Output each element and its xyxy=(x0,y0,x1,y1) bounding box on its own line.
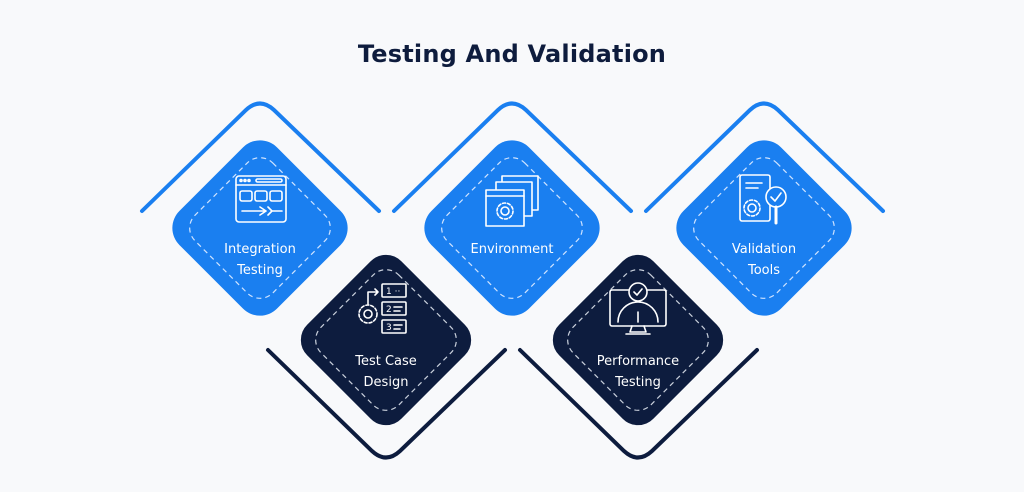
frame-chevron-top-2 xyxy=(392,101,633,213)
label-line: Design xyxy=(363,375,409,390)
label-validation-tools: Validation Tools xyxy=(689,239,839,281)
frame-chevron-bottom-1 xyxy=(266,348,507,460)
diagram-title: Testing And Validation xyxy=(357,40,667,68)
gear-numbered-list-icon: 1 ·· 2 3 xyxy=(358,283,407,334)
label-line: Validation xyxy=(731,242,797,257)
frame-chevron-top-1 xyxy=(140,101,381,213)
label-line: Test Case xyxy=(355,354,417,369)
svg-text:3: 3 xyxy=(386,323,392,333)
monitor-gauge-icon xyxy=(609,282,667,335)
frame-chevron-bottom-2 xyxy=(518,348,759,460)
diamond-validation-tools xyxy=(676,140,852,316)
diamond-environment xyxy=(424,140,600,316)
frame-chevron-top-3 xyxy=(644,101,885,213)
label-line: Testing xyxy=(237,263,283,278)
label-line: Integration xyxy=(224,242,296,257)
diamond-performance-testing xyxy=(547,249,729,431)
svg-text:1 ··: 1 ·· xyxy=(386,287,400,297)
diamond-integration-testing xyxy=(172,140,348,316)
label-test-case-design: Test Case Design xyxy=(311,351,461,393)
label-line: Testing xyxy=(615,375,661,390)
svg-text:2: 2 xyxy=(386,305,392,315)
document-magnifier-icon xyxy=(739,174,787,225)
stacked-windows-gear-icon xyxy=(485,175,539,227)
label-performance-testing: Performance Testing xyxy=(563,351,713,393)
diamond-test-case-design xyxy=(295,249,477,431)
browser-flow-icon xyxy=(235,175,287,223)
label-line: Tools xyxy=(747,263,781,278)
label-integration-testing: Integration Testing xyxy=(185,239,335,281)
label-line: Performance xyxy=(596,354,680,369)
label-environment: Environment xyxy=(437,239,587,260)
label-line: Environment xyxy=(470,242,554,257)
